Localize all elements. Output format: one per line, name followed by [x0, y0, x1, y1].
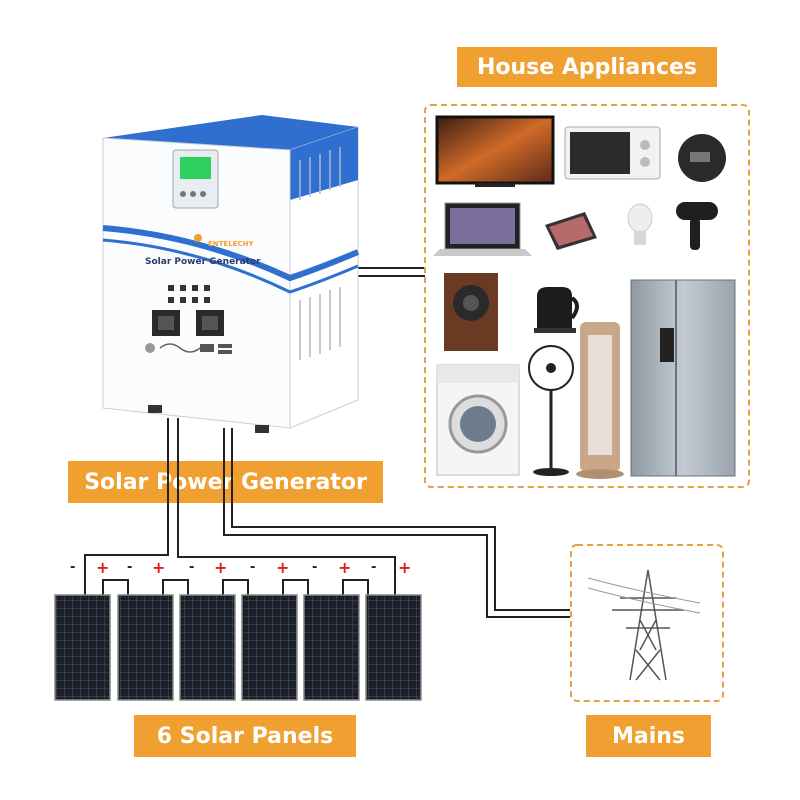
terminal-minus: - — [371, 560, 376, 575]
solar-panel-icon — [303, 594, 360, 701]
generator-brand: ENTELECHY — [208, 240, 254, 248]
solar-panel-icon — [179, 594, 236, 701]
solar-power-generator-label: Solar Power Generator — [68, 461, 383, 503]
stand-fan-icon — [528, 345, 574, 476]
solar-panels — [54, 594, 422, 701]
light-bulb-icon — [627, 203, 653, 245]
laptop-icon — [433, 202, 532, 256]
speaker-icon — [444, 273, 498, 351]
refrigerator-icon — [630, 279, 736, 477]
terminal-plus: + — [398, 558, 411, 577]
brand-logo-icon — [194, 234, 202, 242]
solar-panel-icon — [117, 594, 174, 701]
terminal-plus: + — [276, 558, 289, 577]
generator-name: Solar Power Generator — [145, 257, 261, 267]
appliances-box — [424, 104, 750, 488]
tablet-icon — [545, 212, 597, 250]
rice-cooker-icon — [678, 134, 726, 182]
solar-panels-label: 6 Solar Panels — [134, 715, 356, 757]
kettle-icon — [534, 287, 579, 333]
terminal-plus: + — [152, 558, 165, 577]
solar-panel-icon — [54, 594, 111, 701]
terminal-minus: - — [312, 560, 317, 575]
terminal-plus: + — [214, 558, 227, 577]
terminal-plus: + — [96, 558, 109, 577]
appliances — [433, 115, 736, 479]
transmission-tower-icon — [587, 569, 701, 681]
washing-machine-icon — [436, 364, 520, 476]
terminal-signs: - + - + - + - + - + - + — [70, 558, 411, 577]
tv-icon — [435, 115, 555, 187]
wires — [84, 267, 570, 618]
terminal-minus: - — [127, 560, 132, 575]
terminal-minus: - — [189, 560, 194, 575]
mains-box — [570, 544, 724, 702]
mains-label: Mains — [586, 715, 711, 757]
house-appliances-label: House Appliances — [457, 47, 717, 87]
solar-panel-icon — [365, 594, 422, 701]
microwave-icon — [564, 126, 661, 180]
hair-dryer-icon — [676, 202, 718, 250]
solar-generator-unit: ENTELECHY Solar Power Generator — [102, 115, 360, 433]
solar-panel-icon — [241, 594, 298, 701]
terminal-minus: - — [70, 560, 75, 575]
terminal-minus: - — [250, 560, 255, 575]
tower-fan-icon — [576, 322, 624, 479]
terminal-plus: + — [338, 558, 351, 577]
